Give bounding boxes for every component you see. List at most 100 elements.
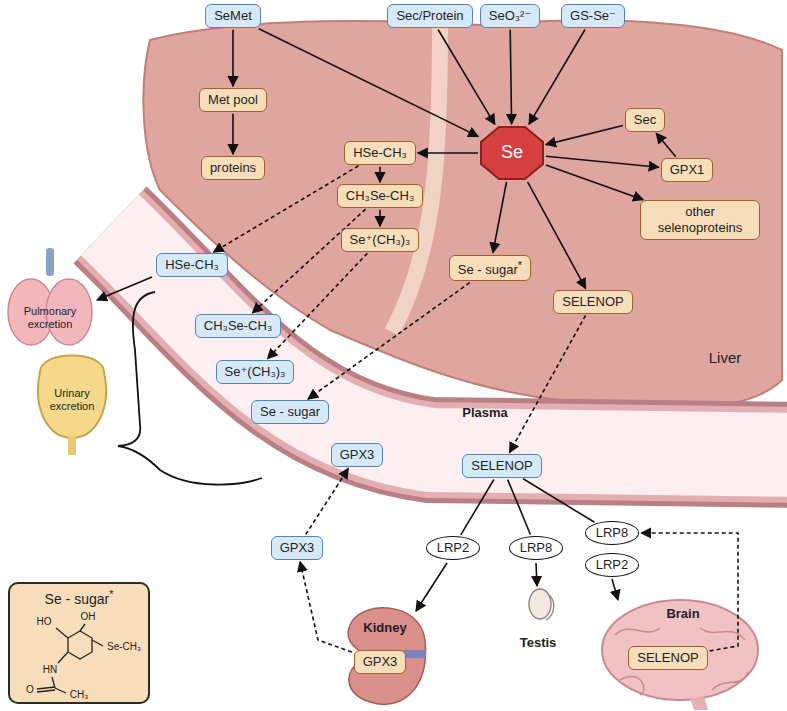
testis-duct	[546, 594, 554, 620]
plasma-box: Sec/Protein	[387, 4, 472, 28]
metabolic-arrow	[523, 479, 594, 523]
metabolic-arrow	[379, 210, 381, 226]
node-text: GPX3	[363, 654, 398, 669]
node-text: CH₃Se-CH₃	[204, 318, 272, 333]
region-label: Pulmonary excretion	[14, 305, 86, 330]
metabolic-arrow	[546, 156, 659, 167]
testis	[529, 589, 551, 619]
footnote-mark: *	[109, 588, 113, 600]
metabolic-arrow	[493, 182, 507, 253]
transport-arrow	[306, 469, 349, 535]
metabolic-arrow	[529, 30, 585, 125]
brain	[602, 600, 758, 700]
receptor-oval: LRP2	[426, 536, 481, 560]
node-text: proteins	[210, 160, 256, 175]
liver-box: Se⁺(CH₃)₃	[341, 228, 420, 252]
liver-box: CH₃Se-CH₃	[337, 184, 423, 208]
metabolic-arrow	[259, 29, 478, 137]
receptor-oval: LRP8	[585, 521, 640, 545]
metabolic-arrow	[656, 133, 676, 156]
atom-label: HO	[37, 616, 52, 628]
liver-box: other selenoproteins	[640, 200, 760, 239]
liver-box: SELENOP	[553, 290, 632, 314]
liver-ligament	[392, 24, 440, 332]
transport-arrow	[252, 209, 365, 313]
node-text: Met pool	[208, 92, 258, 107]
metabolic-arrow	[232, 114, 234, 154]
region-label: Kidney	[363, 621, 406, 636]
plasma-box: Se⁺(CH₃)₃	[216, 360, 295, 384]
metabolic-arrow	[546, 126, 623, 145]
node-text: SELENOP	[637, 650, 698, 665]
metabolic-arrow	[418, 152, 478, 154]
node-text: Se	[501, 142, 523, 164]
plasma-box: SeO₃²⁻	[480, 4, 541, 28]
region-label: Urinary excretion	[39, 387, 105, 412]
se-sugar-structure	[37, 624, 103, 693]
se-sugar-box-fill	[8, 582, 150, 704]
node-text: LRP2	[596, 557, 629, 572]
node-text: Se - sugar	[458, 262, 518, 277]
vessel-lumen	[110, 225, 787, 455]
metabolic-arrow	[508, 480, 531, 535]
liver-box: Se - sugar*	[449, 255, 531, 282]
metabolic-arrow	[528, 182, 586, 289]
liver-box: proteins	[201, 156, 265, 180]
transport-arrow	[308, 283, 470, 399]
node-text: CH₃Se-CH₃	[346, 188, 414, 203]
plasma-box: GPX3	[331, 443, 384, 467]
transport-arrow	[268, 253, 368, 359]
node-text: GPX3	[280, 540, 315, 555]
node-text: GPX1	[670, 162, 705, 177]
node-text: Sec	[634, 112, 656, 127]
node-text: HSe-CH₃	[353, 145, 407, 160]
node-text: Sec/Protein	[396, 8, 463, 23]
plasma-box: HSe-CH₃	[156, 253, 228, 277]
atom-label: O	[26, 684, 34, 696]
node-text: HSe-CH₃	[165, 257, 219, 272]
atom-label: Se-CH₃	[107, 641, 141, 653]
plasma-box: SeMet	[205, 4, 261, 28]
transport-arrow	[510, 316, 586, 453]
node-text: SELENOP	[562, 294, 623, 309]
node-text: LRP8	[520, 540, 553, 555]
region-label: Liver	[709, 349, 742, 366]
vessel-wall	[110, 225, 787, 455]
transport-arrow	[300, 562, 352, 652]
metabolic-arrow	[546, 165, 643, 200]
plasma-box: GPX3	[271, 536, 324, 560]
plasma-box: GS-Se⁻	[561, 4, 625, 28]
plasma-box: SELENOP	[462, 454, 541, 478]
atom-label: HN	[43, 664, 57, 676]
node-text: LRP8	[596, 525, 629, 540]
node-text: Se - sugar	[260, 404, 320, 419]
node-text: SELENOP	[471, 458, 532, 473]
node-text: LRP2	[437, 540, 470, 555]
lrp8-testis-arrow	[536, 563, 537, 586]
brain-folds	[615, 628, 748, 695]
node-text: GPX3	[340, 447, 375, 462]
receptor-oval: LRP8	[509, 536, 564, 560]
selenium-octagon: Se	[480, 126, 544, 180]
liver-box: GPX1	[661, 158, 714, 182]
transport-arrow	[641, 533, 738, 651]
node-text: Se - sugar	[45, 591, 110, 607]
metabolic-arrow	[232, 30, 234, 86]
footnote-mark: *	[518, 259, 522, 271]
brainstem	[690, 696, 708, 710]
liver-box: SELENOP	[628, 646, 707, 670]
liver-box: GPX3	[354, 650, 407, 674]
trachea	[46, 248, 54, 276]
metabolic-arrow	[379, 167, 381, 182]
node-text: other selenoproteins	[658, 204, 743, 235]
urethra	[68, 437, 76, 455]
metabolic-arrow	[461, 480, 494, 535]
lrp2-kidney-arrow	[416, 563, 447, 611]
node-text: GS-Se⁻	[570, 8, 616, 23]
plasma-box: Se - sugar	[251, 400, 329, 424]
plasma-box: CH₃Se-CH₃	[195, 314, 281, 338]
region-label: Brain	[666, 607, 699, 622]
region-label: Plasma	[462, 406, 508, 421]
node-text: Se⁺(CH₃)₃	[225, 364, 286, 379]
